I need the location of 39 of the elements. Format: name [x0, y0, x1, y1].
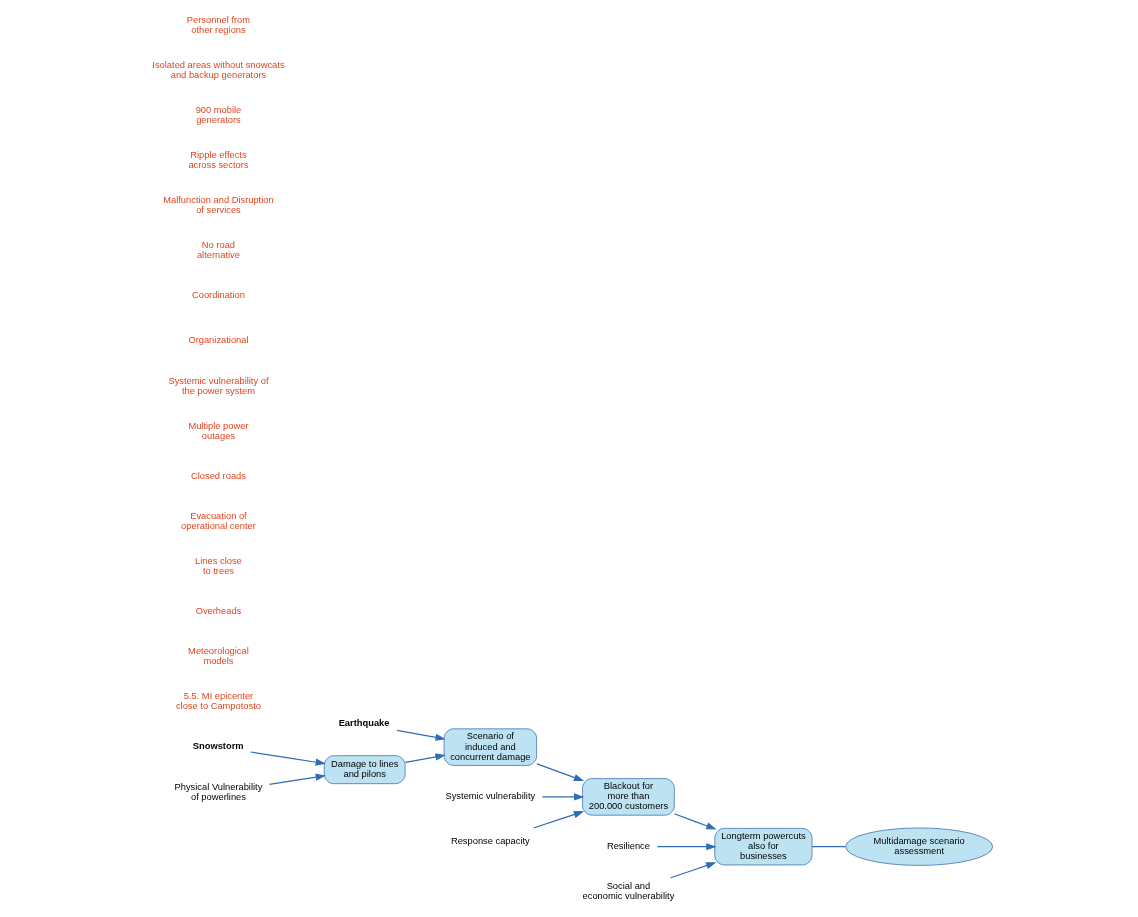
arrow — [656, 843, 717, 851]
node-text: Snowstorm — [192, 740, 244, 751]
node-text: Systemic vulnerability — [445, 791, 535, 802]
label: Evacuation of operational center — [180, 510, 256, 531]
label: No road alternative — [196, 240, 240, 261]
label: Overheads — [195, 606, 241, 617]
label: Isolated areas without snowcats and backup generators — [151, 59, 285, 80]
label: Closed roads — [190, 470, 246, 481]
label: 5.5. MI epicenter close to Campotosto — [175, 691, 261, 712]
label: Organizational — [187, 335, 249, 346]
arrow — [541, 793, 584, 801]
node-text: Physical Vulnerability of powerlines — [174, 781, 262, 802]
label: 900 mobile generators — [195, 104, 241, 125]
label: Malfunction and Disruption of services — [162, 195, 274, 216]
node-text: Social and economic vulnerability — [582, 881, 674, 902]
arrow — [396, 729, 446, 741]
connector — [811, 846, 846, 848]
label: Coordination — [191, 290, 245, 301]
label: Lines close to trees — [194, 555, 242, 577]
node-ellipse: Multidamage scenario assessment — [844, 827, 993, 866]
arrow — [673, 813, 717, 830]
node-box: Damage to lines and pilons — [323, 755, 406, 785]
label: Personnel from other regions — [186, 14, 250, 35]
node-text: Earthquake — [338, 718, 389, 729]
node-text: Resilience — [606, 841, 650, 852]
arrow — [535, 763, 584, 782]
node-text: Response capacity — [450, 836, 530, 847]
label: Meteorological models — [187, 646, 249, 667]
arrow — [532, 811, 584, 829]
arrow — [669, 862, 716, 879]
node-box: Blackout for more than 200.000 customers — [581, 778, 675, 816]
label: Ripple effects across sectors — [187, 149, 249, 171]
arrow — [249, 751, 326, 766]
label: Systemic vulnerability of the power system — [167, 375, 268, 396]
label: Multiple power outages — [187, 420, 249, 441]
arrow — [404, 753, 446, 764]
node-box: Longterm powercuts also for businesses — [713, 828, 812, 866]
node-box: Scenario of induced and concurrent damage — [443, 728, 537, 766]
arrow — [268, 773, 326, 786]
